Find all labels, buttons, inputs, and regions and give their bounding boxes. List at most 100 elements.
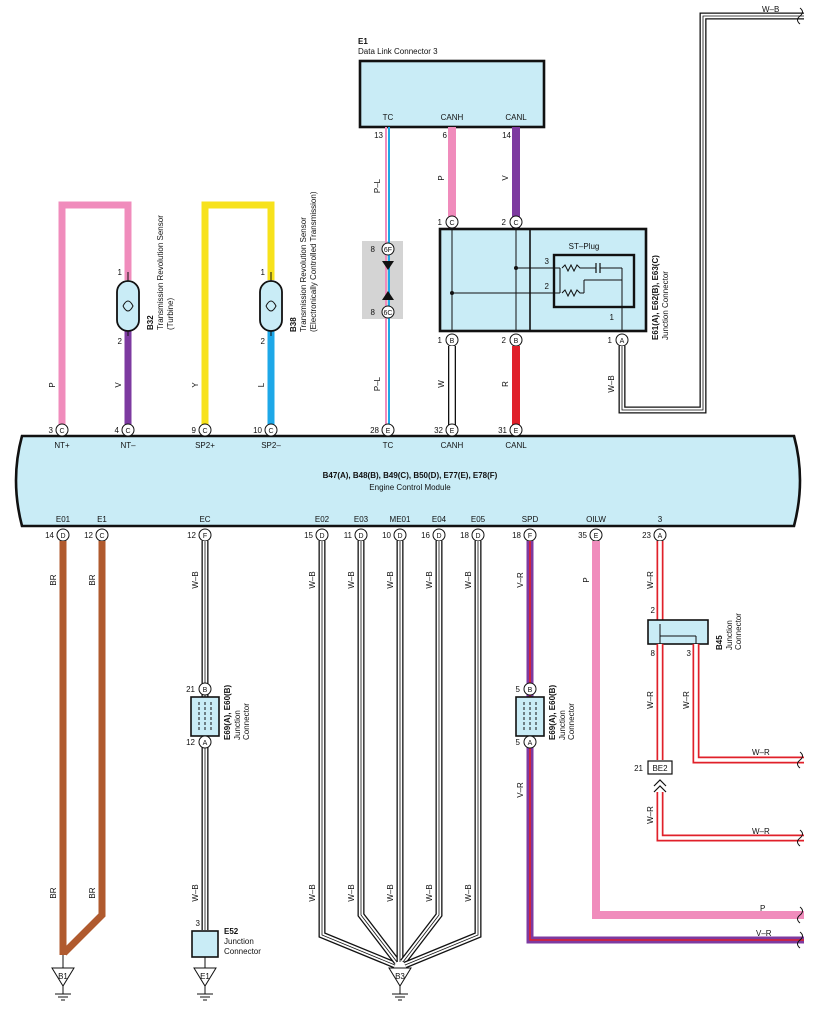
wire-label-e02-bottom: W–B xyxy=(308,884,317,901)
pin-letter: D xyxy=(475,533,480,540)
ecm-top-pin-sp2-minus: C 10 SP2– xyxy=(253,423,281,450)
ecm-ids: B47(A), B48(B), B49(C), B50(D), E77(E), … xyxy=(323,471,498,480)
je61-bottom-num-2: 2 xyxy=(502,336,507,345)
sensor-b38-coil-icon xyxy=(265,300,277,312)
wire-label-tc-bottom: P–L xyxy=(373,376,382,391)
wire-break-wr2-icon xyxy=(797,829,803,847)
pin-letter: C xyxy=(125,428,130,435)
st-plug-resistor-1-icon xyxy=(561,263,596,273)
je69-ec-pin-top: 21 xyxy=(186,685,195,694)
wire-label-spd-bottom: V–R xyxy=(516,782,525,798)
je52-id: E52 xyxy=(224,927,239,936)
wire-label-sp2-plus: Y xyxy=(191,382,200,388)
pin-number: 12 xyxy=(84,531,93,540)
ecm-top-pin-nt-plus: C 3 NT+ xyxy=(49,423,70,450)
sensor-b32-pin-top: 1 xyxy=(118,268,123,277)
wire-label-nt-minus: V xyxy=(114,382,123,388)
wire-label-e1-bottom: BR xyxy=(88,887,97,898)
wire-label-e01-top: BR xyxy=(49,574,58,585)
pin-label: TC xyxy=(383,441,394,450)
je61-top-letter-2: C xyxy=(513,220,518,227)
ground-b1-label: B1 xyxy=(58,972,68,981)
pin-number: 28 xyxy=(370,426,379,435)
pin-label: SP2– xyxy=(261,441,281,450)
ecm-name: Engine Control Module xyxy=(369,483,451,492)
wire-label-e02-top: W–B xyxy=(308,571,317,588)
pin-letter: E xyxy=(514,428,519,435)
dlc-id: E1 xyxy=(358,37,368,46)
je69-ec-letter-bottom: A xyxy=(203,740,208,747)
je61-bottom-letter-1: B xyxy=(450,338,455,345)
sensor-b32-pin-bottom: 2 xyxy=(118,337,123,346)
dlc-pin-num-tc: 13 xyxy=(374,131,383,140)
jb45-pin-left: 8 xyxy=(651,649,656,658)
je61-top-num-2: 2 xyxy=(502,218,507,227)
wire-label-pin3: W–R xyxy=(646,571,655,589)
sensor-b38-pin-bottom: 2 xyxy=(261,337,266,346)
wire-label-top-right: W–B xyxy=(762,5,779,14)
ecm-bottom-pin-me01: D 10 ME01 xyxy=(382,515,411,542)
pin-label: OILW xyxy=(586,515,606,524)
wire-label-e05-bottom: W–B xyxy=(464,884,473,901)
wire-tc: 6F 8 6C 8 P–L P–L xyxy=(362,127,403,426)
sensor-b32-name: Transmission Revolution Sensor xyxy=(156,215,165,330)
pin-number: 9 xyxy=(192,426,197,435)
be2-id: BE2 xyxy=(652,764,668,773)
wire-label-right-vr: V–R xyxy=(756,929,772,938)
je69-spd-label: E69(A), E60(B) xyxy=(548,685,557,740)
st-plug-pin-3: 3 xyxy=(545,257,550,266)
ecm-top-pin-sp2-plus: C 9 SP2+ xyxy=(192,423,215,450)
pin-number: 18 xyxy=(512,531,521,540)
wire-label-e04-bottom: W–B xyxy=(425,884,434,901)
wire-label-b45-3: W–R xyxy=(682,691,691,709)
sensor-b38-id: B38 xyxy=(289,317,298,332)
wire-break-top-right-icon xyxy=(797,7,803,25)
pin-label: CANL xyxy=(505,441,527,450)
pin-label: SPD xyxy=(522,515,539,524)
wire-spd: V–R V–R B 5 A 5 E69(A), E60(B) Junction … xyxy=(515,541,804,949)
jb45-id: B45 xyxy=(715,635,724,650)
wire-label-junction-out: W–B xyxy=(607,375,616,392)
dlc-name: Data Link Connector 3 xyxy=(358,47,438,56)
pin-number: 18 xyxy=(460,531,469,540)
dlc-body xyxy=(358,59,546,129)
st-plug-pin-2: 2 xyxy=(545,282,550,291)
pin-number: 10 xyxy=(382,531,391,540)
je61-bottom-num-3: 1 xyxy=(608,336,613,345)
tc-conn-pin-top: 8 xyxy=(371,245,376,254)
wire-label-sp2-minus: L xyxy=(257,382,266,387)
je69-ec-name-1: Junction xyxy=(233,710,242,740)
dlc-pin-label-canh: CANH xyxy=(441,113,464,122)
wire-label-spd-top: V–R xyxy=(516,572,525,588)
tc-conn-letter-bottom: 6C xyxy=(384,310,393,317)
pin-label: E03 xyxy=(354,515,369,524)
ground-b3-label: B3 xyxy=(395,972,405,981)
pin-label: NT– xyxy=(120,441,136,450)
data-link-connector: E1 Data Link Connector 3 TC CANH CANL 13… xyxy=(358,37,546,140)
wire-oilw: P P xyxy=(582,541,804,924)
pin-label: ME01 xyxy=(390,515,411,524)
pin-number: 15 xyxy=(304,531,313,540)
jb45-name-1: Junction xyxy=(725,620,734,650)
pin-label: E05 xyxy=(471,515,486,524)
pin-label: SP2+ xyxy=(195,441,215,450)
dlc-pin-label-canl: CANL xyxy=(505,113,527,122)
sensor-b32-coil-icon xyxy=(122,300,134,312)
wire-label-e1-top: BR xyxy=(88,574,97,585)
je69-spd-name-2: Connector xyxy=(567,703,576,740)
je69-spd-name-1: Junction xyxy=(558,710,567,740)
ecm-top-pin-nt-minus: C 4 NT– xyxy=(115,423,136,450)
sensor-b38-name: Transmission Revolution Sensor xyxy=(299,217,308,332)
pin-letter: F xyxy=(528,533,532,540)
je69-ec-label: E69(A), E60(B) xyxy=(223,685,232,740)
sensor-b38-body xyxy=(259,280,283,332)
ecm-bottom-pin-e03: D 11 E03 xyxy=(344,515,369,542)
pin-number: 10 xyxy=(253,426,262,435)
wire-ec: W–B W–B B 21 A 12 E69(A), E60(B) Junctio… xyxy=(186,541,261,1001)
ecm-bottom-pin-e1: C 12 E1 xyxy=(84,515,109,542)
sensor-b32: 1 2 B32 Transmission Revolution Sensor (… xyxy=(48,201,175,426)
jb45-pin-top: 2 xyxy=(651,606,656,615)
pin-label: EC xyxy=(199,515,210,524)
ground-e1-label: E1 xyxy=(200,972,210,981)
pin-letter: D xyxy=(397,533,402,540)
